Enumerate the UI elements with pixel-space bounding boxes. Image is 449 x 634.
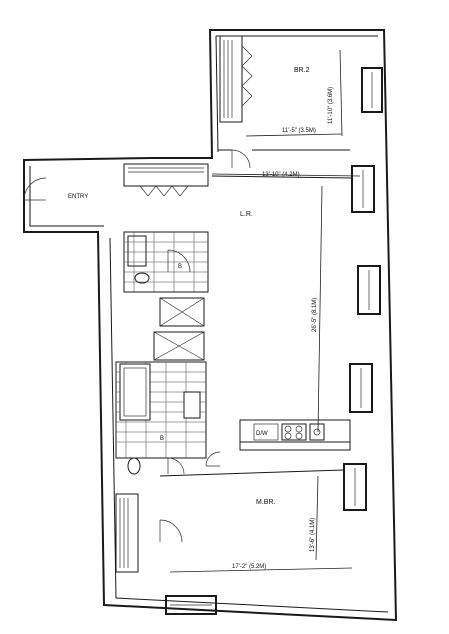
room-label-bath-lower: B — [160, 436, 164, 442]
appliance-label-dw: D/W — [256, 431, 268, 437]
upper-bathroom: B — [123, 231, 209, 293]
master-closet-shelving — [119, 498, 129, 568]
window-bays — [165, 67, 383, 615]
room-label-bath-upper: B — [178, 264, 182, 270]
lower-bathroom: B — [115, 361, 221, 475]
dimension-mbr-width: 17'-2" (5.2M) — [232, 564, 266, 570]
entry-closet-shelving — [128, 167, 204, 173]
dimension-br2-width: 11'-5" (3.5M) — [282, 128, 316, 134]
room-label-br2: BR.2 — [294, 67, 310, 74]
entry: ENTRY — [23, 163, 209, 201]
hall-closets — [153, 297, 205, 361]
bedroom-2: BR.2 11'-5" (3.5M) 11'-10" (3.6M) — [218, 35, 350, 169]
closet-shelving — [223, 40, 233, 118]
dimension-lr-width: 13'-10" (4.2M) — [262, 172, 300, 178]
living-room: L.R. 13'-10" (4.2M) 26'-5" (8.1M) — [211, 172, 361, 433]
kitchen: D/W — [239, 419, 351, 451]
dimension-br2-length: 11'-10" (3.6M) — [328, 87, 334, 124]
room-label-mbr: M.BR. — [256, 499, 276, 506]
dimension-mbr-length: 13'-6" (4.1M) — [310, 518, 316, 552]
upper-bath-tiles — [124, 232, 208, 292]
outer-walls — [23, 29, 398, 622]
dimension-lr-length: 26'-5" (8.1M) — [312, 298, 318, 332]
room-label-lr: L.R. — [240, 211, 253, 218]
master-bedroom: M.BR. 17'-2" (5.2M) 13'-6" (4.1M) — [115, 469, 353, 573]
room-label-entry: ENTRY — [68, 194, 88, 200]
